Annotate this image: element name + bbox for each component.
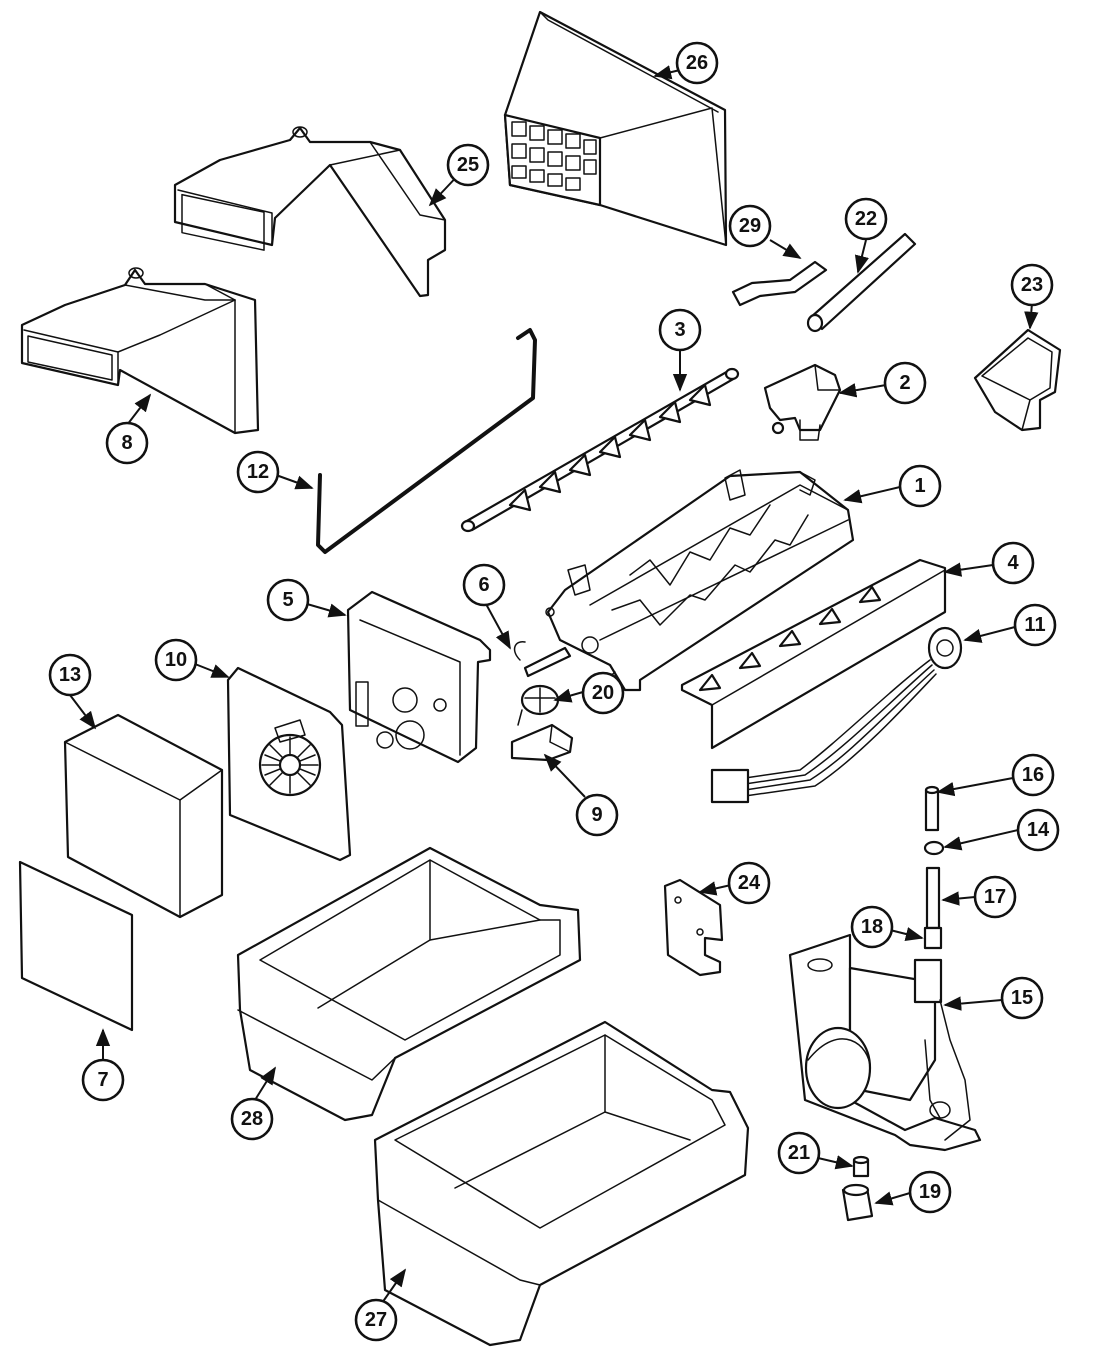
callout-10: 10 [154, 638, 198, 682]
callout-16: 16 [1011, 753, 1055, 797]
part-22-tube [806, 232, 917, 333]
svg-text:8: 8 [121, 432, 132, 454]
svg-text:15: 15 [1011, 987, 1033, 1009]
part-3-ejector [460, 367, 740, 533]
callout-15: 15 [1000, 976, 1044, 1020]
svg-text:9: 9 [591, 804, 602, 826]
callout-29: 29 [728, 204, 772, 248]
part-4-stripper [680, 558, 947, 750]
callout-24: 24 [727, 861, 771, 905]
part-24-bracket [663, 878, 724, 977]
part-9-bracket [510, 723, 574, 762]
callout-27: 27 [354, 1298, 398, 1342]
callout-11: 11 [1013, 603, 1057, 647]
callout-9: 9 [575, 793, 619, 837]
svg-text:26: 26 [686, 52, 708, 74]
part-21-ferrule [852, 1155, 870, 1178]
svg-text:29: 29 [739, 215, 761, 237]
svg-text:3: 3 [674, 319, 685, 341]
callout-12: 12 [236, 450, 280, 494]
callout-1: 1 [898, 464, 942, 508]
svg-text:20: 20 [592, 682, 614, 704]
part-23-cup [973, 328, 1062, 432]
leader-lines [69, 65, 1039, 1304]
callout-5: 5 [266, 578, 310, 622]
part-13-box [63, 713, 224, 919]
part-5-housing [346, 590, 492, 764]
part-12-wire [316, 328, 537, 554]
svg-text:11: 11 [1024, 614, 1045, 636]
svg-text:12: 12 [247, 461, 269, 483]
callout-21: 21 [777, 1131, 821, 1175]
callout-19: 19 [908, 1170, 952, 1214]
svg-text:1: 1 [914, 475, 925, 497]
callout-17: 17 [973, 875, 1017, 919]
part-26-ice-chute [503, 10, 728, 247]
svg-text:7: 7 [97, 1069, 108, 1091]
callout-25: 25 [446, 143, 490, 187]
svg-text:28: 28 [241, 1108, 263, 1130]
svg-text:4: 4 [1007, 552, 1019, 574]
svg-text:18: 18 [861, 916, 883, 938]
callout-8: 8 [105, 421, 149, 465]
svg-text:5: 5 [282, 589, 293, 611]
callout-26: 26 [675, 41, 719, 85]
svg-text:6: 6 [478, 574, 489, 596]
part-18-nut [923, 926, 943, 950]
callout-7: 7 [81, 1058, 125, 1102]
part-1-ice-mold [545, 469, 855, 692]
part-17-tube [925, 866, 941, 930]
callout-28: 28 [230, 1097, 274, 1141]
callout-22: 22 [844, 197, 888, 241]
callout-20: 20 [581, 671, 625, 715]
part-7-sheet [18, 860, 134, 1032]
part-11-harness [710, 626, 963, 804]
svg-text:25: 25 [457, 154, 479, 176]
callout-2: 2 [883, 361, 927, 405]
svg-text:21: 21 [788, 1142, 810, 1164]
svg-text:14: 14 [1027, 819, 1050, 841]
svg-text:10: 10 [165, 649, 187, 671]
part-27-ice-bin [373, 1020, 750, 1347]
svg-text:17: 17 [984, 886, 1006, 908]
part-16-fitting [924, 785, 940, 832]
part-14-nut [923, 840, 945, 856]
part-10-plate [226, 666, 352, 862]
part-6-clip [513, 641, 572, 678]
callout-18: 18 [850, 905, 894, 949]
svg-text:13: 13 [59, 664, 81, 686]
svg-text:16: 16 [1022, 764, 1044, 786]
callout-13: 13 [48, 653, 92, 697]
svg-text:24: 24 [738, 872, 761, 894]
part-2-bracket [763, 363, 842, 441]
callout-14: 14 [1016, 808, 1060, 852]
callout-6: 6 [462, 563, 506, 607]
svg-text:27: 27 [365, 1309, 387, 1331]
svg-text:23: 23 [1021, 274, 1043, 296]
part-28-ice-bin [236, 846, 582, 1122]
callout-3: 3 [658, 308, 702, 352]
part-19-nut [841, 1183, 874, 1222]
part-29-tube [731, 260, 828, 307]
callout-23: 23 [1010, 263, 1054, 307]
part-15-water-valve [788, 933, 982, 1152]
svg-text:2: 2 [899, 372, 910, 394]
part-8-duct [20, 267, 260, 435]
svg-text:19: 19 [919, 1181, 941, 1203]
callout-4: 4 [991, 541, 1035, 585]
part-25-duct [173, 126, 447, 298]
svg-text:22: 22 [855, 208, 877, 230]
